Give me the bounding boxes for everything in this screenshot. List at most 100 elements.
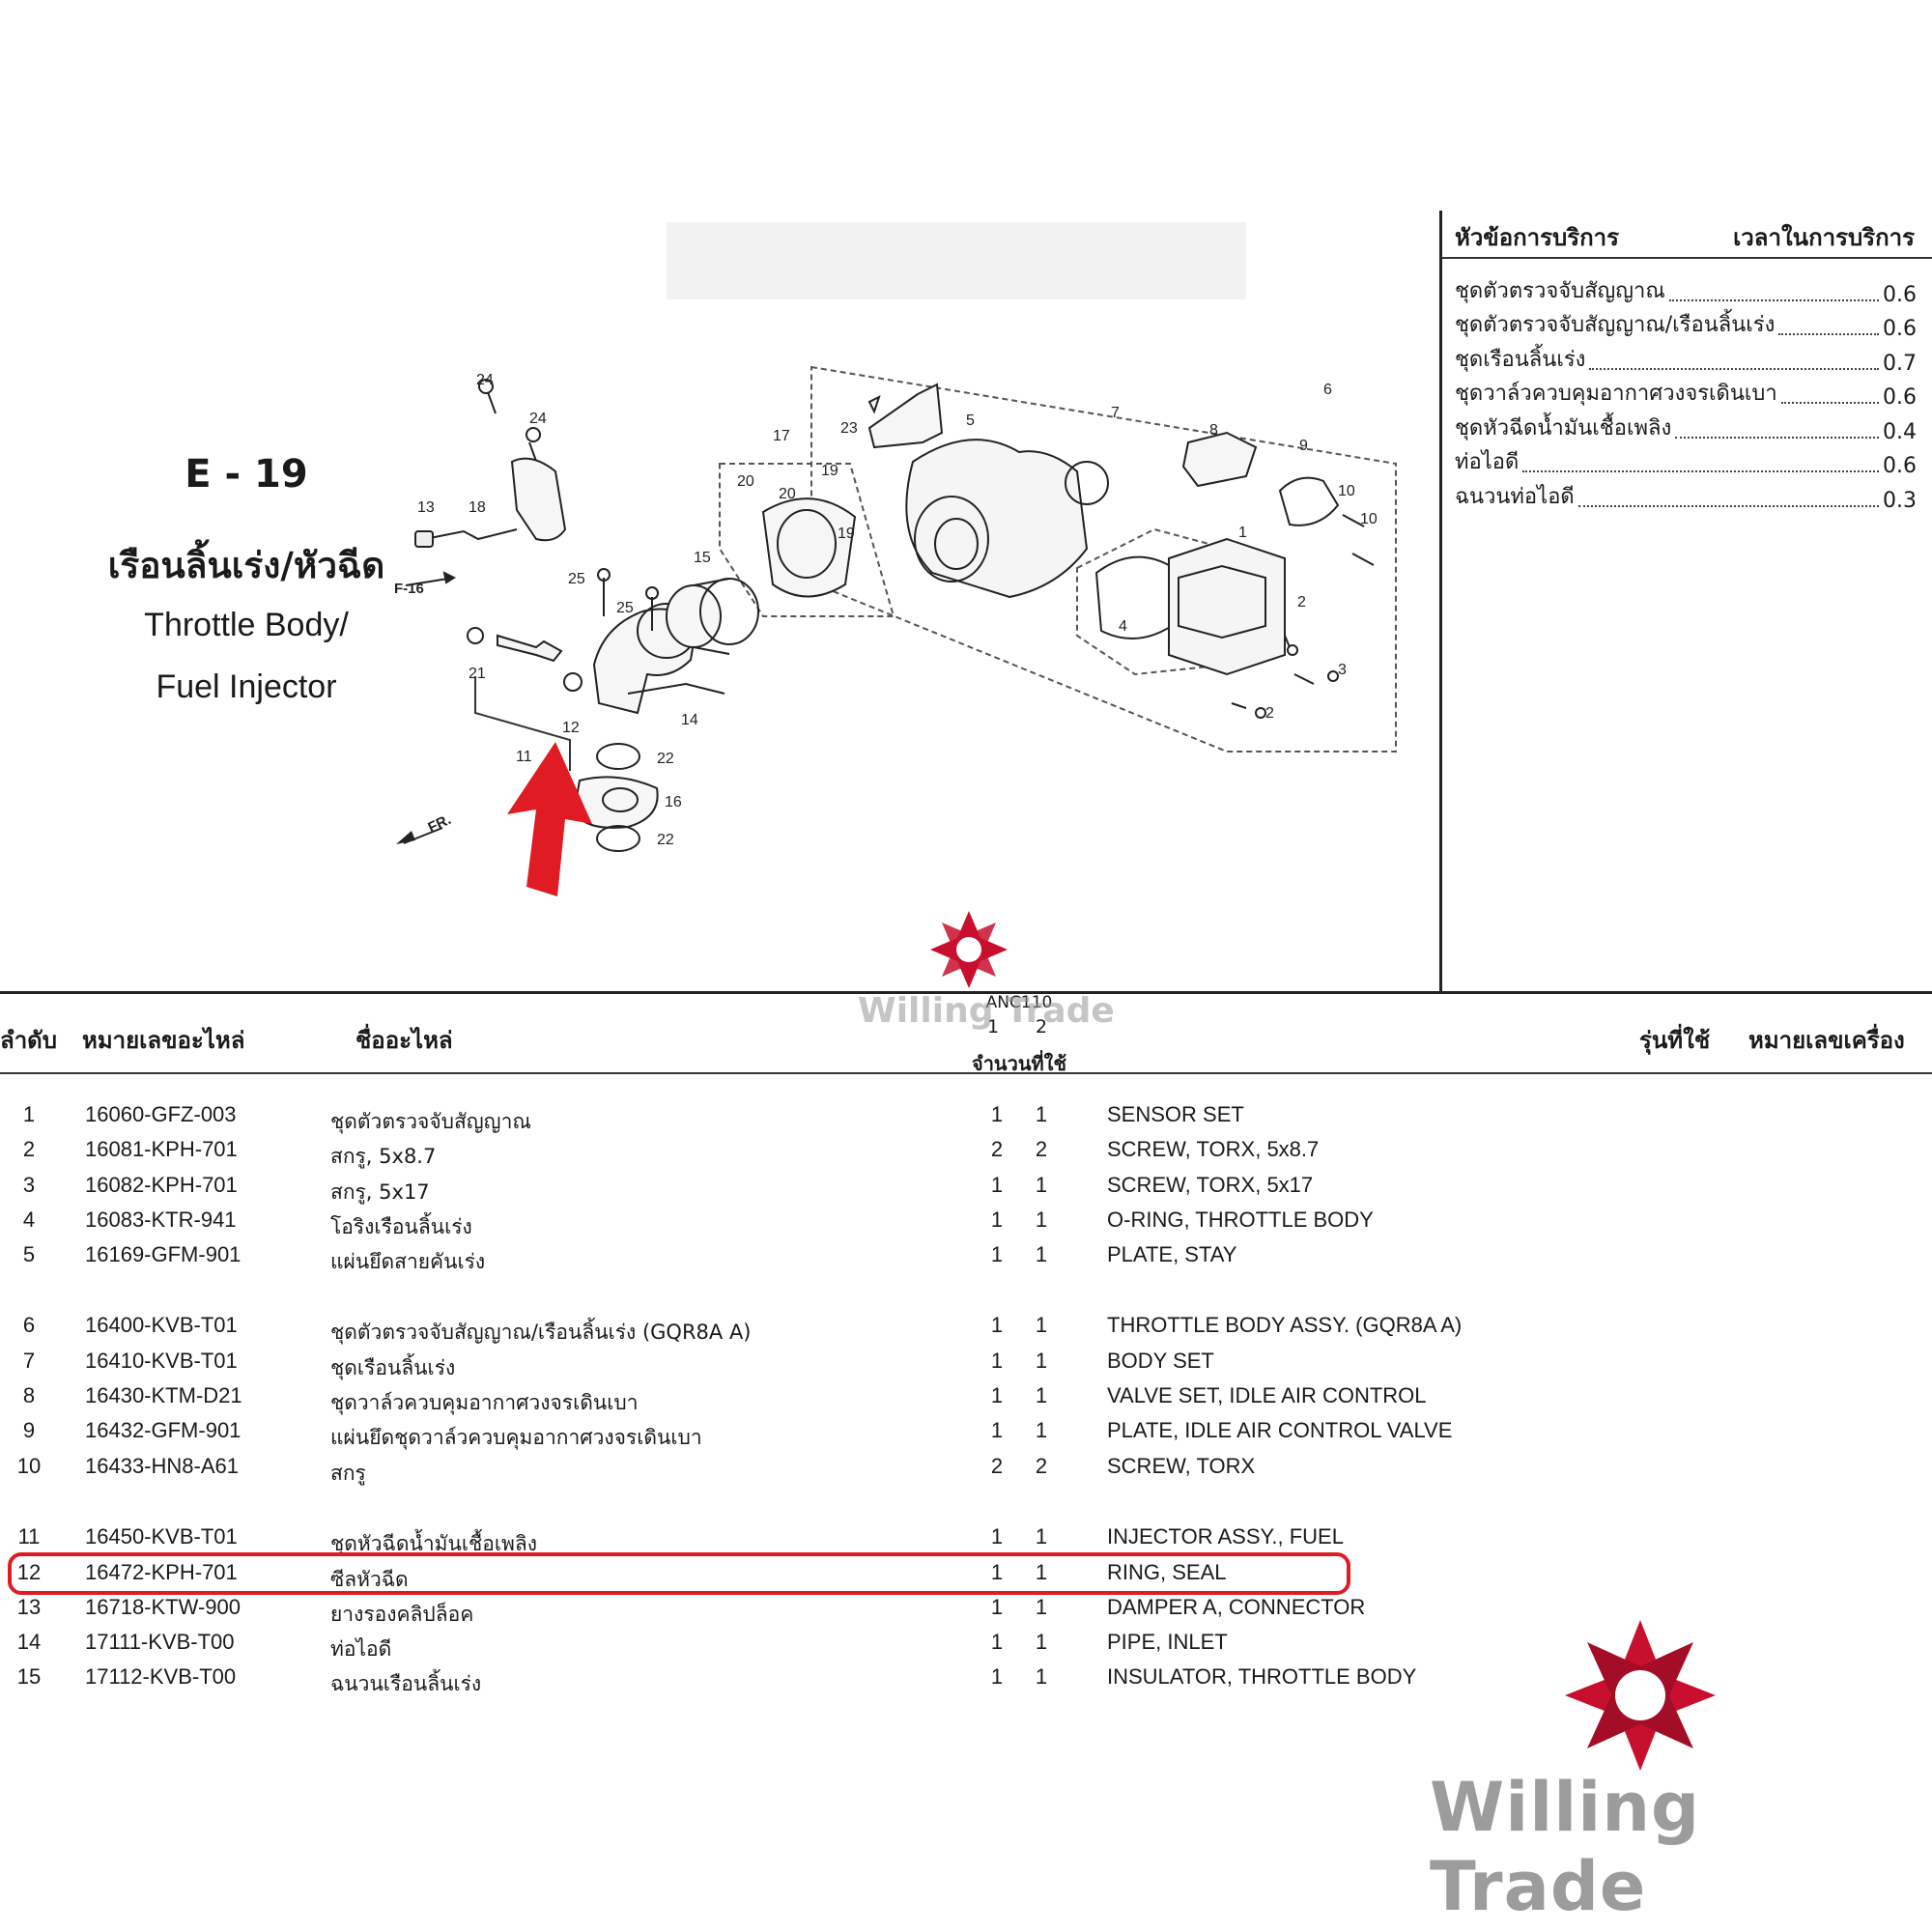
service-item-time: 0.3 <box>1883 488 1917 513</box>
row-no: 11 <box>17 1524 41 1548</box>
row-part-no: 16450-KVB-T01 <box>85 1524 238 1548</box>
callout-22: 22 <box>657 751 674 767</box>
row-qty2: 1 <box>1035 1595 1048 1619</box>
service-panel-header: หัวข้อการบริการ เวลาในการบริการ <box>1455 213 1918 257</box>
callout-19: 19 <box>821 463 838 479</box>
table-header-rule <box>0 1072 1932 1074</box>
row-no: 15 <box>16 1664 42 1689</box>
row-name-th: ชุดตัวตรวจจับสัญญาณ/เรือนลิ้นเร่ง (GQR8A… <box>330 1321 752 1344</box>
service-header-topic: หัวข้อการบริการ <box>1455 224 1620 251</box>
row-no: 6 <box>22 1313 36 1337</box>
row-part-no: 16433-HN8-A61 <box>85 1454 239 1478</box>
row-no: 7 <box>22 1349 36 1373</box>
row-qty1: 1 <box>990 1595 1004 1619</box>
row-name-th: สกรู, 5x17 <box>330 1180 430 1204</box>
row-no: 5 <box>22 1242 36 1266</box>
service-item-label: ชุดตัวตรวจจับสัญญาณ <box>1455 278 1665 303</box>
callout-21: 21 <box>469 666 486 682</box>
row-name-th: สกรู <box>330 1462 366 1485</box>
row-name-en: PLATE, STAY <box>1107 1242 1237 1266</box>
row-name-th: ชุดหัวฉีดน้ำมันเชื้อเพลิง <box>330 1532 537 1555</box>
callout-18: 18 <box>469 499 486 516</box>
row-qty2: 1 <box>1035 1102 1048 1126</box>
table-row: 6 16400-KVB-T01 ชุดตัวตรวจจับสัญญาณ/เรือน… <box>0 1309 1932 1344</box>
service-item-time: 0.4 <box>1883 419 1917 444</box>
row-name-en: SCREW, TORX, 5x8.7 <box>1107 1137 1320 1161</box>
row-qty2: 1 <box>1035 1418 1048 1442</box>
service-item-time: 0.6 <box>1883 317 1917 341</box>
row-qty2: 1 <box>1035 1664 1048 1689</box>
callout-25: 25 <box>568 571 585 587</box>
row-qty1: 1 <box>990 1630 1004 1654</box>
callout-6: 6 <box>1323 382 1332 398</box>
row-part-no: 16082-KPH-701 <box>85 1173 238 1197</box>
row-name-th: โอริงเรือนลิ้นเร่ง <box>330 1215 472 1238</box>
callout-24: 24 <box>476 372 494 388</box>
callout-3: 3 <box>1338 662 1347 678</box>
ref-f16: F-16 <box>394 581 424 597</box>
service-item: ท่อไอดี0.6 <box>1455 444 1917 478</box>
service-item-time: 0.6 <box>1883 385 1917 410</box>
service-item-time: 0.7 <box>1883 351 1917 376</box>
watermark-small: Willing Trade <box>858 991 1115 1031</box>
callout-2b: 2 <box>1265 705 1274 722</box>
row-qty2: 1 <box>1035 1524 1048 1548</box>
row-qty2: 1 <box>1035 1242 1048 1266</box>
row-part-no: 16432-GFM-901 <box>85 1418 242 1442</box>
row-part-no: 16400-KVB-T01 <box>85 1313 238 1337</box>
header-model: รุ่นที่ใช้ <box>1639 1027 1711 1054</box>
diagram-code: E - 19 <box>185 452 308 497</box>
callout-10b: 10 <box>1360 511 1378 527</box>
row-name-en: SCREW, TORX, 5x17 <box>1107 1173 1314 1197</box>
row-name-th: แผ่นยึดชุดวาล์วควบคุมอากาศวงจรเดินเบา <box>330 1426 702 1449</box>
row-no: 14 <box>16 1630 42 1654</box>
header-qty: จำนวนที่ใช้ <box>971 1052 1067 1075</box>
row-name-en: THROTTLE BODY ASSY. (GQR8A A) <box>1107 1313 1463 1337</box>
row-qty2: 1 <box>1035 1173 1048 1197</box>
table-top-rule <box>0 991 1932 994</box>
title-thai: เรือนลิ้นเร่ง/หัวฉีด <box>107 545 385 586</box>
callout-5: 5 <box>966 412 975 429</box>
row-name-th: ชุดเรือนลิ้นเร่ง <box>330 1356 456 1379</box>
row-name-th: ยางรองคลิปล็อค <box>330 1603 474 1626</box>
ref-fr: FR. <box>426 811 454 837</box>
service-item-label: ชุดตัวตรวจจับสัญญาณ/เรือนลิ้นเร่ง <box>1455 313 1776 337</box>
callout-20: 20 <box>737 473 754 490</box>
row-name-en: RING, SEAL <box>1107 1560 1227 1584</box>
row-qty2: 1 <box>1035 1630 1048 1654</box>
row-part-no: 16060-GFZ-003 <box>85 1102 237 1126</box>
row-name-en: O-RING, THROTTLE BODY <box>1107 1208 1374 1232</box>
callout-23: 23 <box>840 420 858 437</box>
callout-9: 9 <box>1299 438 1308 454</box>
brand-logo-icon <box>1565 1620 1716 1771</box>
row-qty2: 1 <box>1035 1560 1048 1584</box>
row-part-no: 16169-GFM-901 <box>85 1242 242 1266</box>
row-name-th: ฉนวนเรือนลิ้นเร่ง <box>330 1672 482 1695</box>
row-part-no: 16472-KPH-701 <box>85 1560 238 1584</box>
row-name-en: BODY SET <box>1107 1349 1214 1373</box>
row-name-en: VALVE SET, IDLE AIR CONTROL <box>1107 1383 1427 1407</box>
callout-13: 13 <box>417 499 435 516</box>
service-header-rule <box>1441 257 1932 259</box>
service-item-time: 0.6 <box>1883 454 1917 478</box>
row-qty1: 1 <box>990 1208 1004 1232</box>
blurred-header-area <box>667 222 1246 299</box>
row-name-th: ชุดตัวตรวจจับสัญญาณ <box>330 1110 531 1133</box>
callout-8: 8 <box>1209 422 1218 439</box>
row-part-no: 16430-KTM-D21 <box>85 1383 242 1407</box>
title-english-line2: Fuel Injector <box>156 668 337 705</box>
row-qty1: 1 <box>990 1418 1004 1442</box>
row-no: 1 <box>22 1102 36 1126</box>
